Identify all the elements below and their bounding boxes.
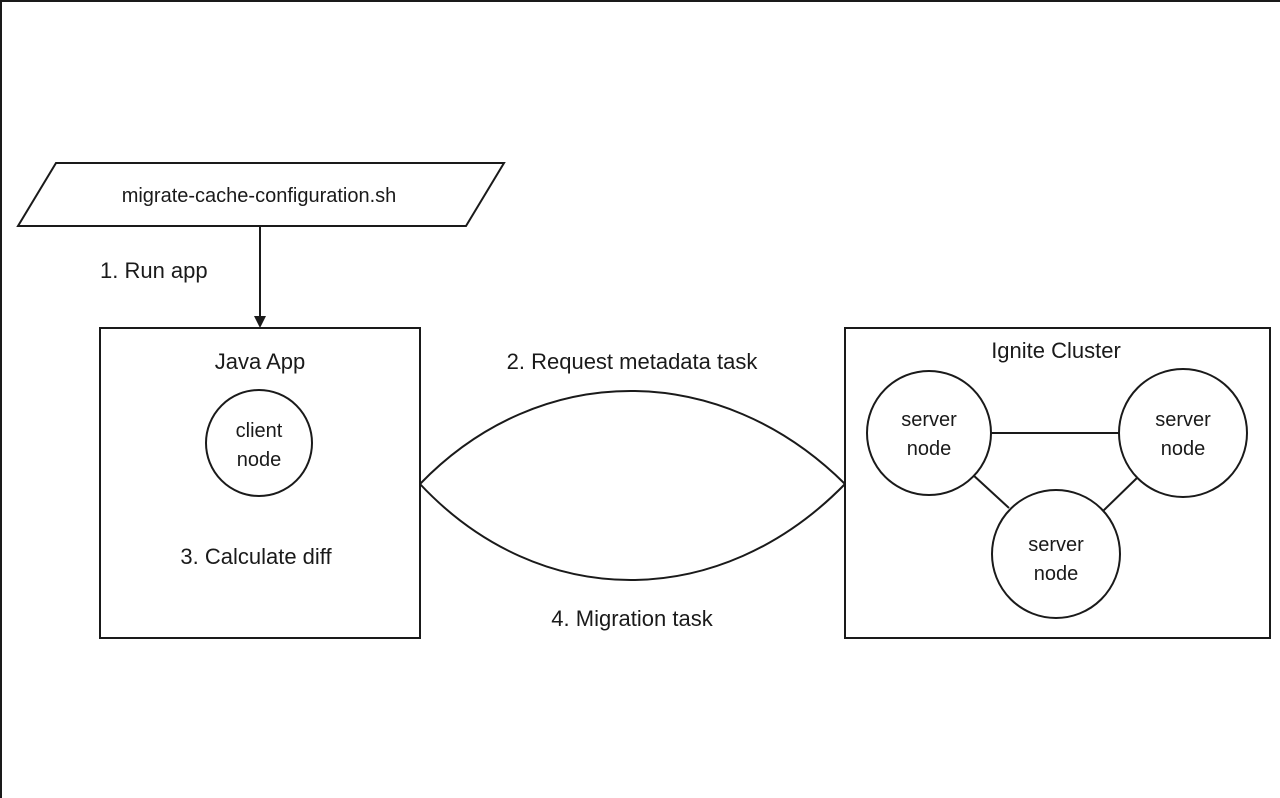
client-node-label-line2: node <box>237 449 282 471</box>
run-app-label: 1. Run app <box>100 258 208 283</box>
cluster-edge-3 <box>1102 475 1140 512</box>
script-label: migrate-cache-configuration.sh <box>122 185 397 207</box>
migration-task-label: 4. Migration task <box>551 606 713 631</box>
calculate-diff-label: 3. Calculate diff <box>180 544 332 569</box>
migration-arc <box>419 483 846 581</box>
cluster-edge-2 <box>971 473 1010 509</box>
server-node-1-circle <box>866 370 992 496</box>
java-app-box: Java App client node 3. Calculate diff <box>99 327 421 639</box>
ignite-cluster-title: Ignite Cluster <box>991 338 1121 363</box>
server-node-3-label-line1: server <box>1028 534 1084 556</box>
server-node-3-circle <box>991 489 1121 619</box>
server-node-3-label-line2: node <box>1034 563 1079 585</box>
client-node-circle <box>205 389 313 497</box>
request-metadata-arc <box>419 390 846 485</box>
ignite-cluster-box: Ignite Cluster server node server node s… <box>844 327 1271 639</box>
client-node-label-line1: client <box>236 420 283 442</box>
java-app-title: Java App <box>215 349 306 374</box>
server-node-2-circle <box>1118 368 1248 498</box>
request-metadata-label: 2. Request metadata task <box>507 349 759 374</box>
server-node-2-label-line2: node <box>1161 438 1206 460</box>
server-node-1-label-line1: server <box>901 409 957 431</box>
script-shape: migrate-cache-configuration.sh <box>16 162 506 227</box>
server-node-2-label-line1: server <box>1155 409 1211 431</box>
server-node-1-label-line2: node <box>907 438 952 460</box>
